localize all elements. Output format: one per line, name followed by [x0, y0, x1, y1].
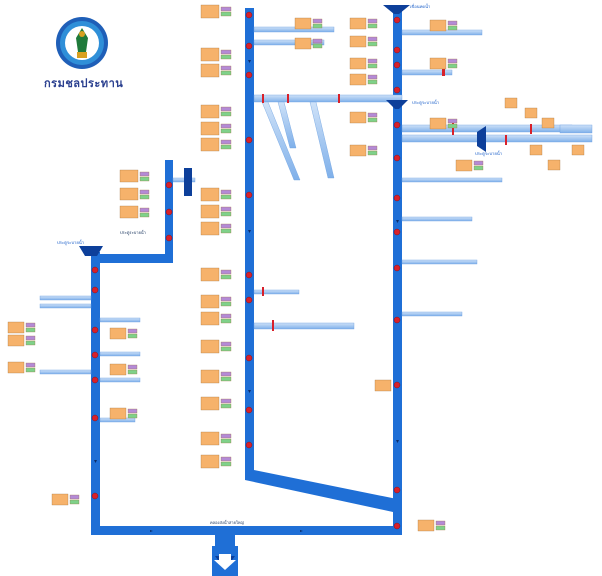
- gates: [91, 11, 401, 530]
- label-right-mid: ประตูระบายน้ำ: [412, 99, 439, 106]
- royal-irrigation-logo: กรมชลประทาน: [44, 14, 124, 100]
- branch-canals: [39, 26, 593, 423]
- label-right-mid2: ประตูระบายน้ำ: [475, 150, 502, 157]
- emblem-icon: [56, 17, 108, 69]
- label-bottom-main: คลองส่งน้ำสายใหญ่: [210, 518, 244, 525]
- logo-text: กรมชลประทาน: [44, 77, 124, 90]
- flow-arrows: [94, 60, 399, 532]
- outlet-arrow-icon: [214, 554, 236, 570]
- branch-gates: [262, 68, 532, 331]
- label-center-left: ประตูระบายน้ำ: [120, 228, 146, 236]
- label-left-top: ประตูระบายน้ำ: [57, 239, 84, 246]
- station-info-boxes: [7, 4, 585, 532]
- label-top-right: เขื่อนทดน้ำ: [410, 3, 430, 9]
- main-canals: [91, 8, 402, 576]
